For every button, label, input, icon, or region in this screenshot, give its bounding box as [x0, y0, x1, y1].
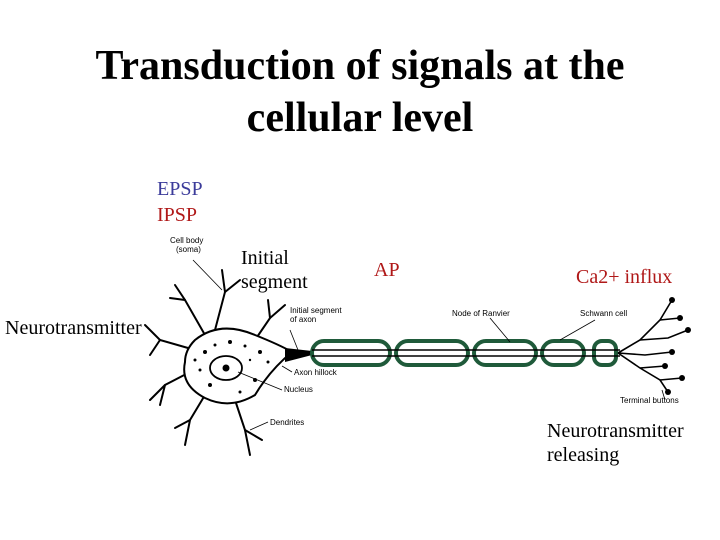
initial-segment-axon-line-2: of axon [290, 315, 317, 324]
initial-segment-axon-line-1: Initial segment [290, 306, 342, 315]
label-dendrites: Dendrites [270, 418, 305, 427]
nt-releasing-line-2: releasing [547, 444, 620, 466]
label-initial-segment: Initial segment [241, 246, 308, 294]
label-neurotransmitter: Neurotransmitter [5, 317, 142, 339]
slide-title: Transduction of signals at the cellular … [0, 40, 720, 144]
axon-core [312, 349, 620, 357]
initial-segment-line-2: segment [241, 271, 308, 293]
dendrites [144, 269, 286, 456]
label-nucleus: Nucleus [284, 385, 313, 394]
cell-body-line-1: Cell body [170, 236, 204, 245]
label-nt-releasing: Neurotransmitter releasing [547, 419, 684, 467]
terminal-branches [617, 299, 689, 393]
label-ipsp: IPSP [157, 204, 198, 226]
label-schwann-cell: Schwann cell [580, 309, 628, 318]
label-initial-segment-axon: Initial segment of axon [290, 306, 342, 324]
nucleolus [222, 364, 230, 372]
label-ca-influx: Ca2+ influx [576, 266, 673, 288]
leader-lines [192, 259, 666, 431]
initial-segment-line-1: Initial [241, 247, 289, 269]
label-node-of-ranvier: Node of Ranvier [452, 309, 510, 318]
label-epsp: EPSP [157, 178, 203, 200]
title-line-2: cellular level [246, 95, 474, 141]
cell-body-line-2: (soma) [176, 245, 201, 254]
axon-hillock [285, 348, 312, 362]
soma-granules [193, 340, 270, 394]
myelin-sheaths [310, 339, 618, 367]
label-ap: AP [374, 259, 400, 281]
label-cell-body: Cell body (soma) [170, 236, 203, 254]
label-terminal-buttons: Terminal buttons [620, 396, 679, 405]
terminal-buttons [662, 297, 691, 395]
nt-releasing-line-1: Neurotransmitter [547, 420, 684, 442]
title-line-1: Transduction of signals at the [95, 43, 625, 89]
label-axon-hillock: Axon hillock [294, 368, 337, 377]
